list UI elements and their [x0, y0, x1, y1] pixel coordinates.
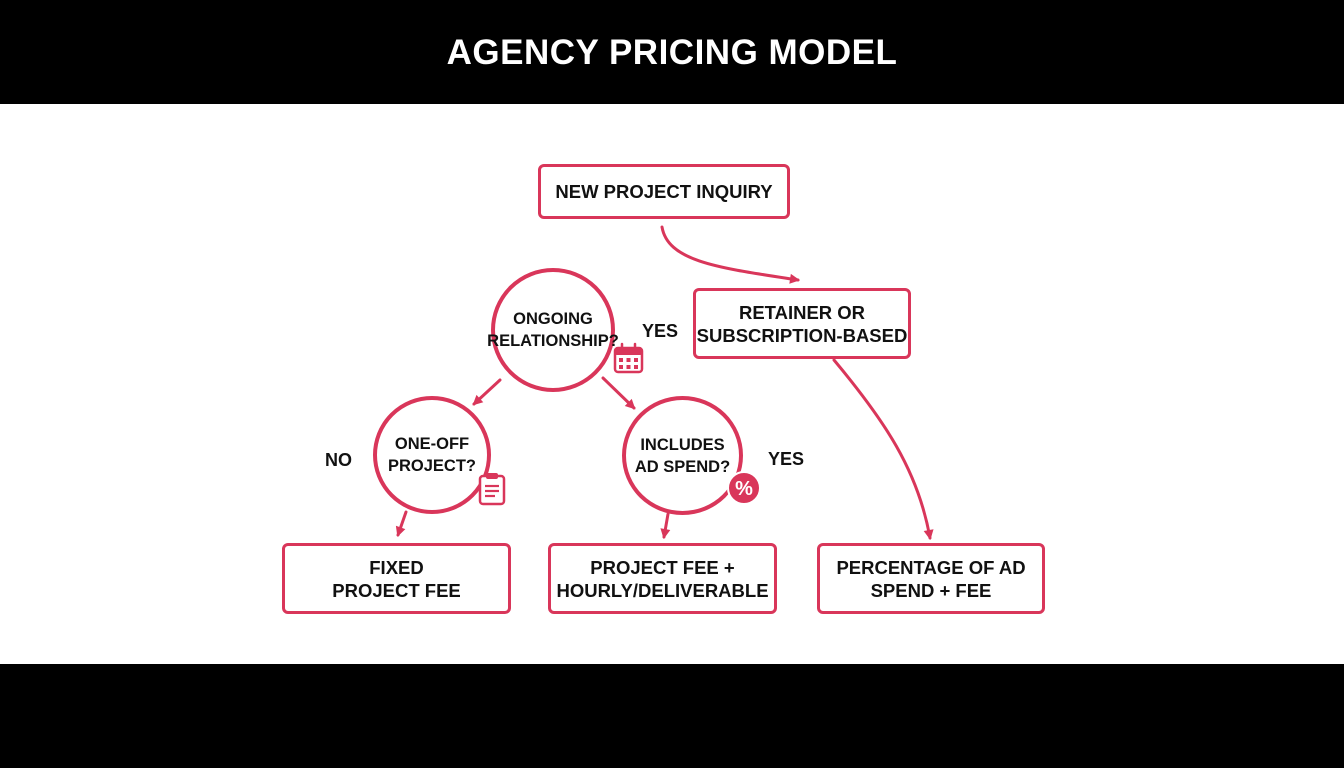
node-new-project-inquiry: NEW PROJECT INQUIRY [538, 164, 790, 219]
arrow-ongoing-to-ad-spend [601, 376, 636, 410]
arrow-ad-spend-to-project-fee [660, 512, 671, 539]
label-yes-ad-spend: YES [768, 449, 805, 469]
node-fixed-project-fee: FIXED PROJECT FEE [282, 543, 511, 614]
arrow-inquiry-to-retainer [660, 225, 800, 284]
node-project-fee-hourly: PROJECT FEE + HOURLY/DELIVERABLE [548, 543, 777, 614]
title-bar: AGENCY PRICING MODEL [0, 0, 1344, 104]
clipboard-icon [478, 473, 506, 506]
node-one-off-project: ONE-OFF PROJECT? [373, 396, 491, 514]
arrow-ongoing-to-one-off [472, 378, 502, 406]
label-yes-ongoing: YES [642, 321, 679, 341]
node-retainer-subscription: RETAINER OR SUBSCRIPTION-BASED [693, 288, 911, 359]
label-no-ongoing: NO [325, 450, 352, 470]
percent-badge-icon: % [727, 471, 761, 505]
arrow-one-off-to-fixed-fee [395, 510, 408, 537]
arrow-retainer-to-percentage [832, 358, 934, 540]
node-includes-ad-spend: INCLUDES AD SPEND? [622, 396, 743, 515]
calendar-icon [613, 342, 644, 374]
percent-glyph: % [735, 478, 753, 500]
node-ongoing-relationship: ONGOING RELATIONSHIP? [487, 268, 619, 392]
bottom-bar [0, 664, 1344, 768]
node-percentage-ad-spend: PERCENTAGE OF AD SPEND + FEE [817, 543, 1045, 614]
diagram-title: AGENCY PRICING MODEL [446, 33, 898, 72]
